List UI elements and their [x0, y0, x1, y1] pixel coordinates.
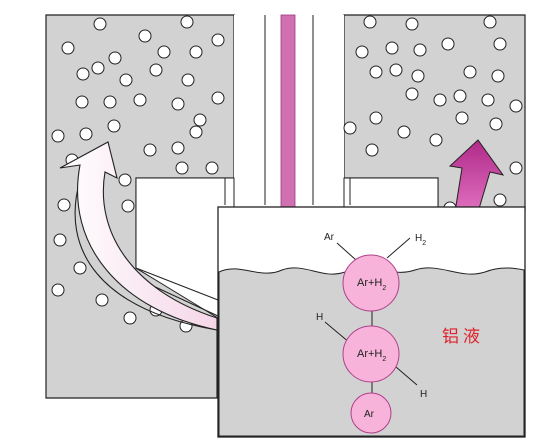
- rotor-shaft: [234, 14, 344, 208]
- gas-bubble: [133, 93, 147, 107]
- svg-text:Ar+H2: Ar+H2: [357, 277, 386, 292]
- gas-bubble: [453, 89, 467, 103]
- h2-escape-label: H2: [415, 233, 426, 247]
- rotor-blade-right: [343, 177, 439, 209]
- gas-bubble: [405, 17, 419, 31]
- gas-bubble: [433, 93, 447, 107]
- gas-bubble: [75, 95, 89, 109]
- gas-bubble: [211, 33, 225, 47]
- ar-escape-line: [336, 242, 357, 261]
- gas-bubble: [76, 67, 90, 81]
- gas-bubble: [211, 91, 225, 105]
- gas-bubble: [369, 65, 383, 79]
- gas-bubble: [429, 133, 443, 147]
- molten-aluminium-label: 铝液: [442, 327, 484, 347]
- surface-bubble: Ar+H2: [342, 254, 400, 312]
- white-flow-arrow: [59, 141, 218, 331]
- gas-bubble: [61, 41, 75, 55]
- middle-bubble: Ar+H2: [342, 325, 400, 383]
- gas-bubble: [175, 161, 189, 175]
- gas-bubble: [157, 45, 171, 59]
- gas-bubble: [193, 113, 207, 127]
- svg-text:Ar+H2: Ar+H2: [357, 348, 386, 363]
- gas-bubble: [108, 51, 122, 65]
- gas-bubble: [481, 93, 495, 107]
- flow-curve: [74, 179, 218, 331]
- gas-bubble: [180, 15, 194, 29]
- gas-bubble: [365, 143, 379, 157]
- gas-bubble: [91, 61, 105, 75]
- h-in-left-label: H: [316, 312, 323, 323]
- gas-bubble: [483, 15, 497, 29]
- gas-bubble: [389, 63, 403, 77]
- bottom-bubble: Ar: [350, 392, 392, 434]
- svg-text:Ar: Ar: [364, 409, 375, 420]
- gas-bubble: [411, 69, 425, 83]
- gas-bubble: [93, 17, 107, 31]
- gas-bubble: [493, 193, 507, 207]
- gas-bubble: [413, 43, 427, 57]
- gas-bubble: [121, 199, 135, 213]
- gas-bubble: [118, 173, 132, 187]
- gas-bubble: [397, 125, 411, 139]
- gas-bubble: [509, 99, 523, 113]
- gas-bubble: [95, 293, 109, 307]
- gas-bubble: [343, 121, 357, 135]
- gas-bubble: [143, 143, 157, 157]
- gas-bubble: [509, 161, 523, 175]
- h2-escape-line: [386, 237, 411, 259]
- gas-bubble: [493, 37, 507, 51]
- gas-bubble: [441, 37, 455, 51]
- inset-panel: Ar+H2 Ar+H2 Ar Ar H2 H H 铝液: [217, 206, 526, 438]
- gas-bubble: [385, 41, 399, 55]
- gas-bubble: [103, 95, 117, 109]
- gas-bubble: [79, 127, 93, 141]
- rotor-core: [280, 14, 296, 208]
- ar-escape-label: Ar: [324, 232, 335, 243]
- gas-bubble: [405, 87, 419, 101]
- gas-bubble: [489, 117, 503, 131]
- magenta-flow-arrow: [448, 139, 505, 213]
- gas-bubble: [119, 73, 133, 87]
- gas-bubble: [57, 198, 71, 212]
- gas-bubble: [491, 69, 505, 83]
- h-in-right-line: [395, 366, 418, 386]
- gas-bubble: [51, 283, 65, 297]
- gas-bubble: [171, 97, 185, 111]
- gas-bubble: [205, 161, 219, 175]
- gas-bubble: [463, 65, 477, 79]
- gas-bubble: [171, 141, 185, 155]
- gas-bubble: [189, 45, 203, 59]
- gas-bubble: [107, 119, 121, 133]
- gas-bubble: [369, 111, 383, 125]
- gas-bubble: [455, 111, 469, 125]
- gas-bubble: [181, 73, 195, 87]
- h-in-left-line: [324, 321, 351, 344]
- gas-bubble: [73, 261, 87, 275]
- gas-bubble: [355, 45, 369, 59]
- gas-bubble: [138, 29, 152, 43]
- gas-bubble: [51, 129, 65, 143]
- gas-bubble: [149, 63, 163, 77]
- h-in-right-label: H: [420, 389, 427, 400]
- gas-bubble: [123, 311, 137, 325]
- gas-bubble: [53, 233, 67, 247]
- gas-bubble: [189, 125, 203, 139]
- gas-bubble: [363, 15, 377, 29]
